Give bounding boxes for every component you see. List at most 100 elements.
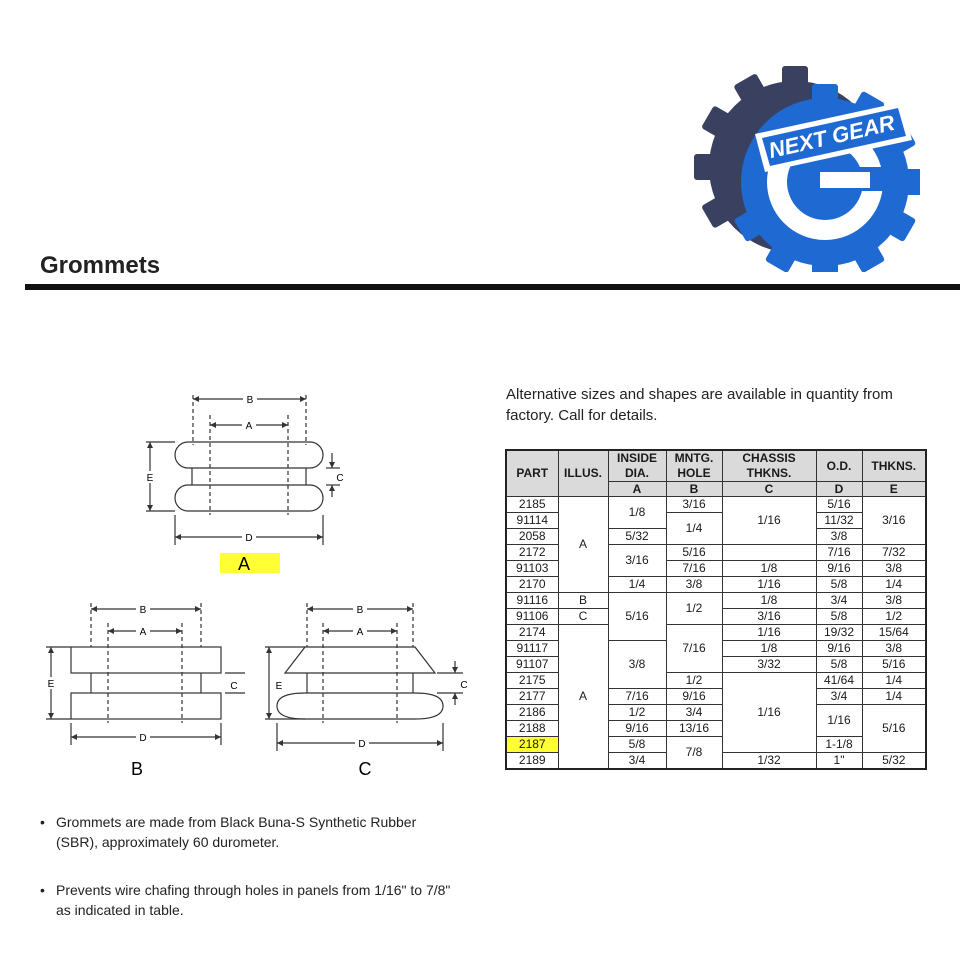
cell-thkns: 5/16 [861,656,927,673]
grommet-spec-table: PART ILLUS. INSIDE DIA. MNTG. HOLE CHASS… [505,449,927,770]
cell-od: 9/16 [815,560,863,577]
bullet-item: Grommets are made from Black Buna-S Synt… [38,812,458,852]
cell-inside-dia: 7/16 [607,688,667,705]
table-row: 2172 3/16 5/16 7/16 7/32 [505,544,927,577]
cell-od: 3/8 [815,528,863,545]
table-row: 91114 1/4 11/32 [505,512,926,545]
cell-part: 91117 [505,640,559,657]
dim-label-a: A [140,627,147,638]
cell-thkns: 5/32 [861,752,927,770]
cell-thkns: 7/32 [861,544,927,561]
cell-thkns: 1/4 [861,672,927,689]
dim-label-d: D [358,739,365,750]
figure-a-diagram: B A E C D A [144,393,344,574]
cell-mntg-hole: 5/16 [665,544,723,561]
cell-part: 91103 [505,560,559,577]
cell-illus: A [557,496,609,593]
cell-part: 2058 [505,528,559,545]
table-row: 2058 5/32 3/8 [505,528,926,545]
intro-text: Alternative sizes and shapes are availab… [506,386,893,424]
dim-label-c: C [230,681,237,692]
cell-inside-dia: 3/4 [607,752,667,770]
header-thkns: THKNS. [861,449,927,482]
cell-thkns: 3/8 [861,560,927,577]
cell-mntg-hole: 3/8 [665,576,723,593]
header-chassis-thkns: CHASSIS THKNS. [721,449,817,482]
cell-chassis-thkns: 1/16 [721,624,817,641]
dim-label-d: D [139,733,146,744]
header-od: O.D. [815,449,863,482]
cell-part: 91114 [505,512,559,529]
table-row: 2174 A 7/16 1/16 19/32 15/64 [505,624,927,770]
dim-label-b: B [357,605,364,616]
dim-label-e: E [147,473,154,484]
cell-chassis-thkns: 1/8 [721,592,817,609]
header-letter-d: D [815,481,863,497]
cell-od: 5/8 [815,576,863,593]
header-inside-dia: INSIDE DIA. [607,449,667,482]
page-title: Grommets [40,252,161,279]
cell-od: 1-1/8 [815,736,863,753]
dim-label-b: B [247,395,254,406]
grommet-top-flange [174,441,324,469]
cell-od: 1" [815,752,863,770]
cell-illus: A [557,624,609,770]
header-part: PART [505,449,559,497]
cell-chassis-thkns: 1/8 [721,560,817,577]
grommet-bottom-flange [174,484,324,512]
feature-bullet-list: Grommets are made from Black Buna-S Synt… [38,812,458,948]
cell-chassis-thkns: 3/32 [721,656,817,673]
cell-od: 11/32 [815,512,863,529]
dim-label-a: A [246,421,253,432]
cell-part: 2175 [505,672,559,689]
cell-od: 3/4 [815,688,863,705]
cell-inside-dia: 3/16 [607,544,667,577]
cell-part: 91107 [505,656,559,673]
table-header-row: PART ILLUS. INSIDE DIA. MNTG. HOLE CHASS… [505,449,927,497]
cell-mntg-hole: 1/4 [665,512,723,545]
header-letter-b: B [665,481,723,497]
cell-inside-dia: 1/4 [607,576,667,593]
cell-thkns: 1/4 [861,576,927,593]
cell-od: 5/8 [815,608,863,625]
figure-a-caption: A [238,554,250,574]
table-row: 91117 3/8 1/8 9/16 3/8 [505,640,927,689]
cell-mntg-hole: 3/16 [665,496,723,513]
dim-label-c: C [336,473,343,484]
cell-mntg-hole: 7/16 [665,624,723,673]
cell-chassis-thkns: 1/8 [721,640,817,657]
cell-part: 2185 [505,496,559,513]
cell-od: 5/8 [815,656,863,673]
table-row: 2185 A 1/8 3/16 1/16 5/16 3/16 [505,496,927,593]
cell-chassis-thkns: 1/16 [721,576,817,593]
cell-chassis-thkns: 1/32 [721,752,817,770]
cell-illus: C [557,608,609,625]
dim-label-a: A [357,627,364,638]
cell-chassis-thkns: 3/16 [721,608,817,625]
figure-b-diagram: B A E C D B [45,603,245,779]
cell-mntg-hole: 7/8 [665,736,723,770]
cell-mntg-hole: 13/16 [665,720,723,737]
cell-inside-dia: 3/8 [607,640,667,689]
grommet-bottom-flange [276,692,444,720]
figure-a-caption-highlight [220,553,280,573]
table-row: 2188 9/16 13/16 [505,720,926,737]
cell-inside-dia: 1/8 [607,496,667,529]
bullet-item: Prevents wire chafing through holes in p… [38,880,458,920]
dim-label-b: B [140,605,147,616]
cell-inside-dia: 5/16 [607,592,667,641]
cell-od: 1/16 [815,704,863,737]
cell-thkns: 1/4 [861,688,927,705]
table-row: 2170 1/4 3/8 1/16 5/8 1/4 [505,576,927,593]
dim-label-d: D [245,533,252,544]
figure-c-diagram: B A E C D C [265,603,468,779]
grommet-bottom-flange [70,692,222,720]
title-divider [25,284,960,290]
cell-thkns: 1/2 [861,608,927,625]
cell-thkns: 5/16 [861,704,927,753]
cell-inside-dia: 9/16 [607,720,667,737]
cell-part: 2189 [505,752,559,770]
cell-od: 7/16 [815,544,863,561]
cell-mntg-hole: 7/16 [665,560,723,577]
cell-od: 9/16 [815,640,863,657]
